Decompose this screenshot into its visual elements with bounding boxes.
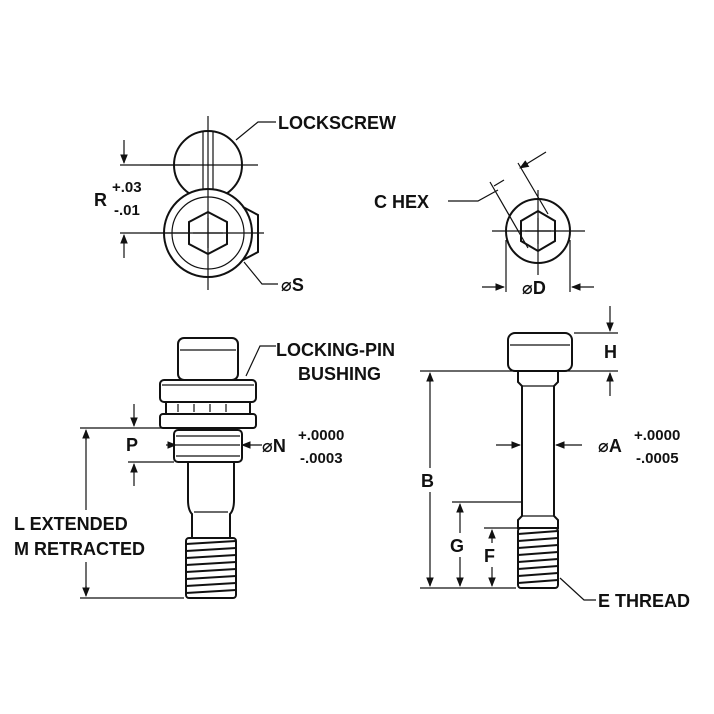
- c-hex-leader: [448, 189, 499, 202]
- p-dimension: [80, 404, 174, 486]
- bushing-thread-lines: [185, 540, 237, 594]
- d-dimension: [482, 240, 594, 292]
- s-leader: [243, 261, 278, 285]
- a-label: ⌀A: [598, 436, 622, 456]
- h-dimension: [420, 306, 618, 396]
- lockscrew-leader: [235, 121, 276, 141]
- g-label: G: [450, 536, 464, 556]
- d-label: ⌀D: [522, 278, 546, 298]
- h-label: H: [604, 342, 617, 362]
- b-label: B: [421, 471, 434, 491]
- bushing-side-view: [159, 337, 257, 599]
- n-tol-minus: -.0003: [300, 450, 343, 467]
- f-label: F: [484, 546, 495, 566]
- e-thread-label: E THREAD: [598, 591, 690, 611]
- a-tol-plus: +.0000: [634, 427, 680, 444]
- r-label: R: [94, 190, 107, 210]
- p-label: P: [126, 435, 138, 455]
- b-label-backing: [418, 468, 442, 492]
- lm-label-backing: [10, 510, 180, 562]
- c-hex-label: C HEX: [374, 192, 429, 212]
- f-label-backing: [480, 543, 502, 567]
- locking-pin-label-1: LOCKING-PIN: [276, 340, 395, 360]
- a-tol-minus: -.0005: [636, 450, 679, 467]
- r-tol-plus: +.03: [112, 179, 142, 196]
- r-dimension: [120, 140, 190, 258]
- locking-pin-leader: [245, 345, 276, 377]
- g-label-backing: [448, 533, 472, 557]
- l-extended-label: L EXTENDED: [14, 514, 128, 534]
- screw-thread-lines: [517, 530, 559, 584]
- n-tol-plus: +.0000: [298, 427, 344, 444]
- r-tol-minus: -.01: [114, 202, 140, 219]
- c-hex-dimension: [489, 151, 549, 249]
- m-retracted-label: M RETRACTED: [14, 539, 145, 559]
- top-view-hex-head: [492, 190, 585, 275]
- s-label: ⌀S: [281, 275, 304, 295]
- lockscrew-label: LOCKSCREW: [278, 113, 396, 133]
- locking-pin-label-2: BUSHING: [298, 364, 381, 384]
- e-thread-leader: [559, 577, 596, 601]
- n-label: ⌀N: [262, 436, 286, 456]
